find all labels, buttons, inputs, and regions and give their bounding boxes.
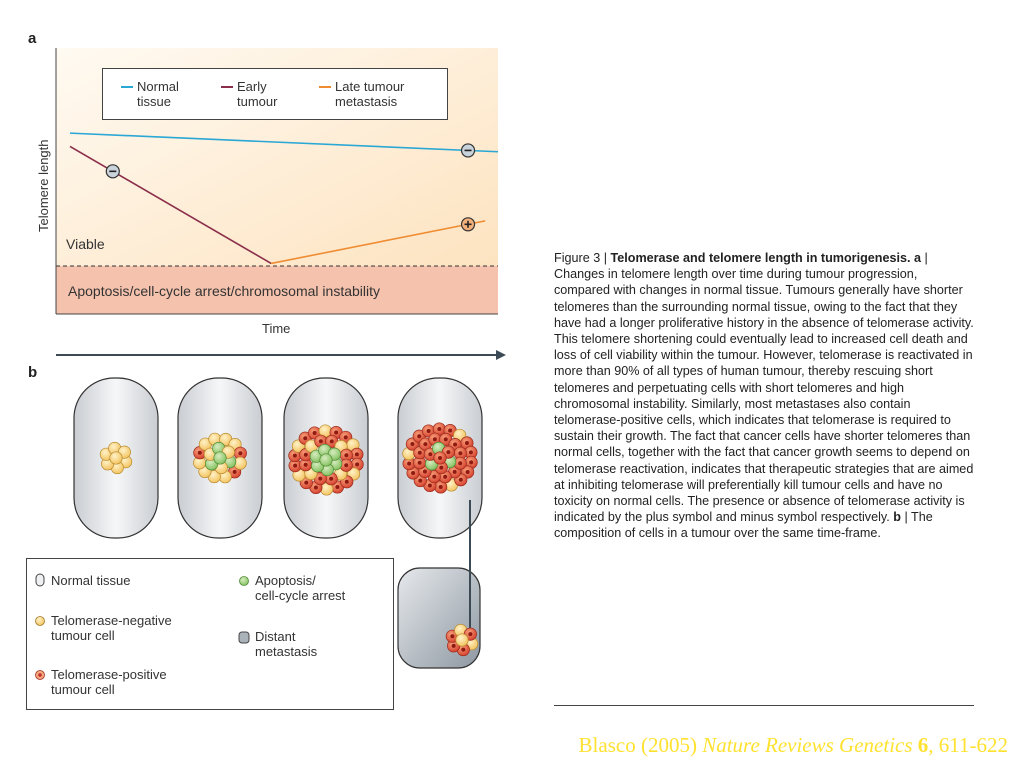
cell-legend: Normal tissue Telomerase-negative tumour… bbox=[26, 558, 394, 710]
legend-telomerase-negative: Telomerase-negative tumour cell bbox=[51, 613, 172, 643]
legend-line-normal-tissue bbox=[121, 86, 133, 88]
telomerase-negative-cell bbox=[109, 451, 123, 465]
legend-telomerase-positive: Telomerase-positive tumour cell bbox=[51, 667, 167, 697]
caption-body-a: | Changes in telomere length over time d… bbox=[554, 251, 974, 525]
caption-fig-label: Figure 3 | bbox=[554, 251, 611, 265]
legend-line-early-tumour bbox=[221, 86, 233, 88]
telomerase-positive-cell bbox=[339, 448, 353, 462]
telomerase-positive-cell bbox=[453, 446, 467, 460]
citation-volume: 6 bbox=[912, 733, 929, 757]
y-axis-label: Telomere length bbox=[36, 139, 51, 233]
legend-label-late-tumour: Late tumour metastasis bbox=[335, 79, 405, 109]
telomerase-negative-cell bbox=[455, 633, 469, 647]
citation-pages: , 611-622 bbox=[928, 733, 1008, 757]
figure-caption: Figure 3 | Telomerase and telomere lengt… bbox=[554, 250, 974, 542]
chart-legend: Normal tissue Early tumour Late tumour m… bbox=[102, 68, 448, 120]
normal-tissue-icon bbox=[35, 573, 45, 587]
citation: Blasco (2005) Nature Reviews Genetics 6,… bbox=[476, 733, 1008, 758]
telomerase-positive-cell-icon bbox=[35, 670, 45, 680]
series-line-early-tumour bbox=[69, 145, 272, 265]
apoptosis-label: Apoptosis/cell-cycle arrest/chromosomal … bbox=[68, 283, 380, 299]
series-line-normal-tissue bbox=[69, 132, 499, 153]
legend-distant-metastasis: Distant metastasis bbox=[255, 629, 318, 659]
x-axis-label: Time bbox=[262, 321, 291, 336]
apoptosis-zone bbox=[56, 266, 498, 314]
panel-b-letter: b bbox=[28, 364, 38, 381]
plus-marker-late-tumour-metastasis bbox=[460, 217, 476, 232]
telomerase-negative-cell-icon bbox=[35, 616, 45, 626]
citation-authors: Blasco (2005) bbox=[578, 733, 703, 757]
series-line-late-tumour-metastasis bbox=[271, 220, 486, 265]
citation-journal: Nature Reviews Genetics bbox=[702, 733, 913, 757]
legend-apoptosis: Apoptosis/ cell-cycle arrest bbox=[255, 573, 346, 603]
time-arrow bbox=[56, 350, 506, 360]
caption-title: Telomerase and telomere length in tumori… bbox=[610, 251, 921, 265]
legend-label-normal-tissue: Normal tissue bbox=[137, 79, 179, 109]
caption-b-label: b bbox=[893, 510, 901, 525]
viable-label: Viable bbox=[66, 236, 105, 252]
telomerase-positive-cell bbox=[433, 451, 447, 465]
panel-a-letter: a bbox=[28, 30, 37, 47]
telomerase-positive-cell bbox=[453, 456, 467, 470]
tumour-progression-diagram bbox=[73, 377, 483, 669]
apoptosis-cell-icon bbox=[239, 576, 249, 586]
legend-normal-tissue: Normal tissue bbox=[51, 573, 131, 588]
minus-marker-normal-tissue bbox=[460, 143, 476, 158]
caption-body-b: | The composition of cells in a tumour o… bbox=[554, 510, 933, 541]
distant-metastasis-icon bbox=[238, 631, 250, 644]
caption-rule bbox=[554, 705, 974, 706]
minus-marker-early-tumour bbox=[105, 164, 120, 179]
telomerase-positive-cell bbox=[456, 643, 470, 657]
legend-label-early-tumour: Early tumour bbox=[237, 79, 278, 109]
telomerase-positive-cell bbox=[339, 458, 353, 472]
apoptotic-cell bbox=[319, 453, 333, 467]
apoptotic-cell bbox=[213, 451, 227, 465]
legend-line-late-tumour bbox=[319, 86, 331, 88]
